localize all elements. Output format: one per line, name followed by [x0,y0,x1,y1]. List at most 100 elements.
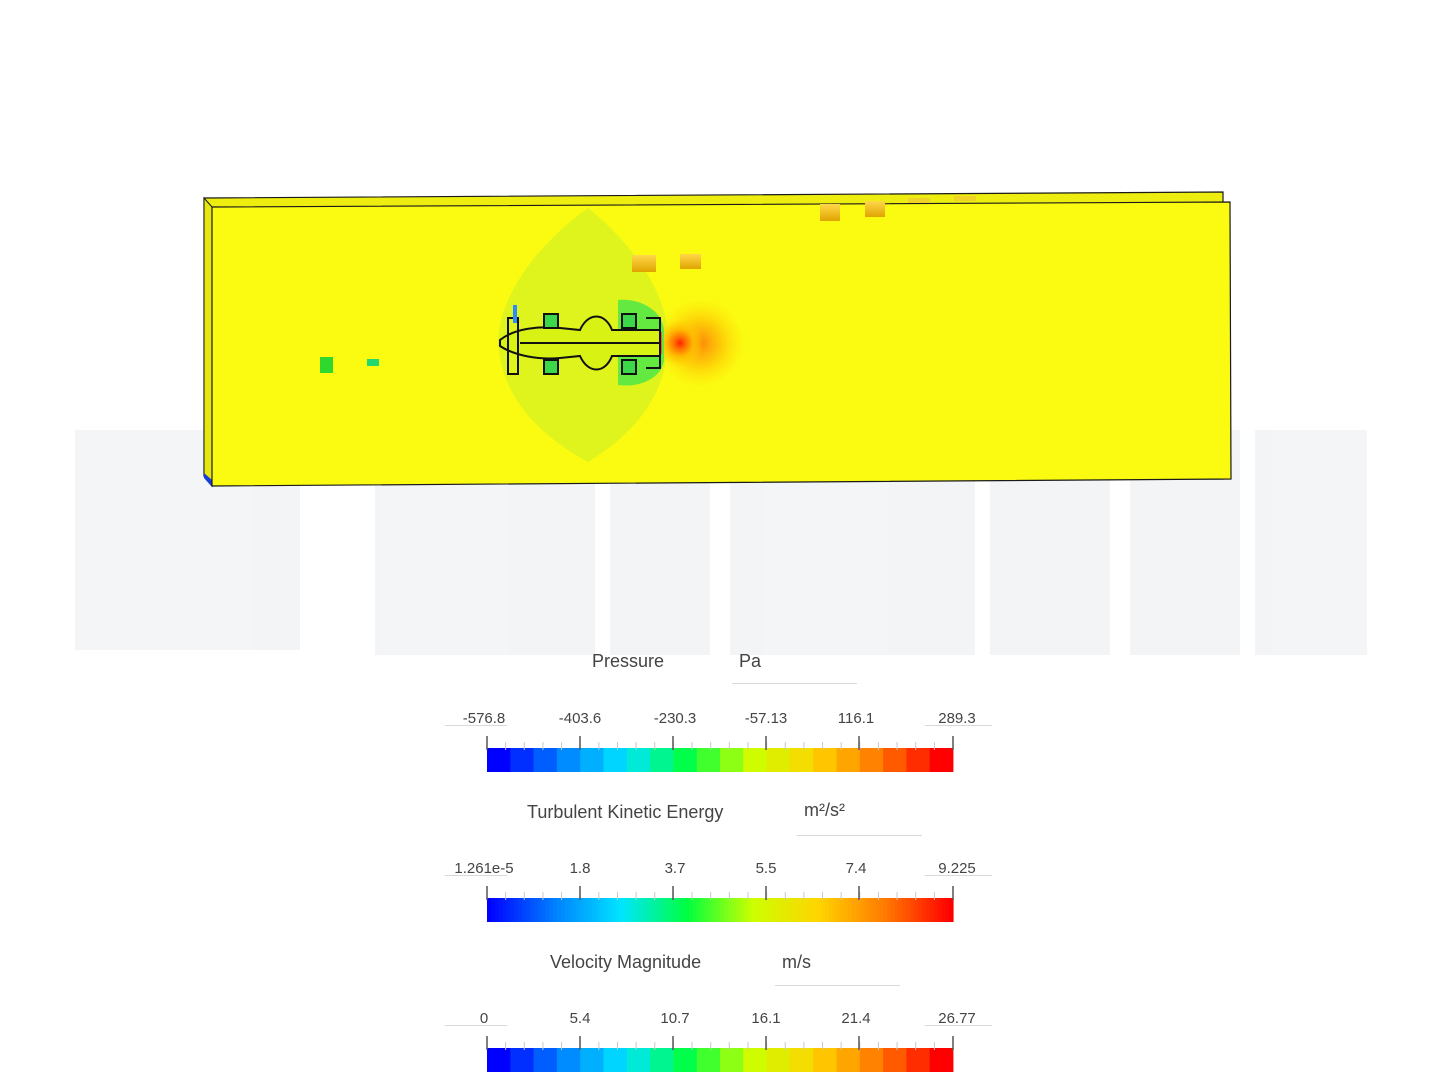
colorbar-segment [681,898,686,922]
colorbar-segment [556,898,562,922]
colorbar-segment [770,898,775,922]
colorbar-segment [813,1048,837,1072]
colorbar-segment [883,748,907,772]
colorbar-segment [506,898,511,922]
colorbar-segment [789,1048,814,1072]
colorbar-segment [556,1048,581,1072]
simulation-domain[interactable] [203,191,1232,488]
colorbar-segment [824,898,830,922]
colorbar-segment [751,898,756,922]
colorbar-segment [642,898,647,922]
colorbar-segment [844,898,849,922]
colorbar-segment [937,898,942,922]
colorbar-segment [665,898,671,922]
legend-tick-label: 7.4 [845,860,867,877]
colorbar-segment [945,898,950,922]
colorbar-segment [650,898,655,922]
colorbar-segment [537,898,542,922]
legend-title: Pressure [592,651,665,671]
colorbar-segment [731,898,737,922]
colorbar-segment [580,1048,604,1072]
colorbar-segment [653,898,659,922]
colorbar-segment [933,898,939,922]
colorbar-segment [580,748,604,772]
colorbar-segment [813,748,837,772]
colorbar-segment [828,898,834,922]
colorbar-segment [688,898,694,922]
colorbar-segment [902,898,907,922]
colorbar-segment [910,898,915,922]
colorbar-segment [533,748,558,772]
legend-tick-underline [925,1025,992,1026]
colorbar-segment [634,898,640,922]
colorbar-segment [921,898,927,922]
colorbar-segment [848,898,853,922]
colorbar-segment [801,898,807,922]
colorbar-segment [820,898,826,922]
legend-unit: m/s [782,952,811,972]
colorbar-segment [789,898,795,922]
legend-tick-label: 1.8 [569,860,591,877]
colorbar-segment [510,1048,534,1072]
colorbar-segment [941,898,946,922]
legend-tick-underline [445,1025,507,1026]
colorbar-segment [832,898,838,922]
turbulent-kinetic-energy-colorbar [486,886,954,922]
colorbar-segment [677,898,682,922]
colorbar-segment [723,898,729,922]
colorbar-segment [626,748,651,772]
colorbar-segment [766,898,772,922]
colorbar-segment [906,1048,931,1072]
colorbar-segment [626,1048,651,1072]
legend-title: Turbulent Kinetic Energy [527,802,724,822]
legend-unit: m²/s² [804,800,845,820]
colorbar-segment [615,898,620,922]
colorbar-segment [886,898,892,922]
colorbar-segment [696,898,702,922]
colorbar-segment [622,898,628,922]
colorbar-segment [525,898,531,922]
colorbar-segment [584,898,589,922]
colorbar-segment [929,748,954,772]
colorbar-segment [599,898,605,922]
colorbar-segment [692,898,698,922]
colorbar-segment [805,898,810,922]
legend-tick-label: 0 [479,1010,489,1027]
colorbar-segment [890,898,896,922]
legend-tick-label: 10.7 [660,1010,690,1027]
colorbar-segment [883,1048,907,1072]
colorbar-segment [712,898,717,922]
colorbar-segment [673,1048,698,1072]
colorbar-segment [782,898,787,922]
colorbar-segment [929,1048,954,1072]
colorbar-segment [502,898,508,922]
colorbar-segment [720,1048,744,1072]
legend-tick-label: 1.261e-5 [454,860,514,877]
colorbar-segment [914,898,919,922]
legend-tick-label: 3.7 [664,860,686,877]
colorbar-segment [743,1048,767,1072]
colorbar-segment [747,898,752,922]
colorbar-segment [603,748,628,772]
colorbar-segment [894,898,900,922]
colorbar-segment [553,898,558,922]
colorbar-segment [883,898,888,922]
legend-tick-underline [445,725,507,726]
legend-tick-label: 21.4 [841,1010,871,1027]
colorbar-segment [630,898,636,922]
colorbar-segment [929,898,935,922]
pressure-colorbar [486,736,954,772]
colorbar-segment [704,898,709,922]
colorbar-segment [657,898,663,922]
colorbar-segment [743,748,767,772]
colorbar-segment [673,898,678,922]
colorbar-segment [871,898,876,922]
colorbar-segment [498,898,504,922]
colorbar-segment [595,898,601,922]
colorbar-segment [541,898,546,922]
legend-title: Velocity Magnitude [550,952,702,972]
